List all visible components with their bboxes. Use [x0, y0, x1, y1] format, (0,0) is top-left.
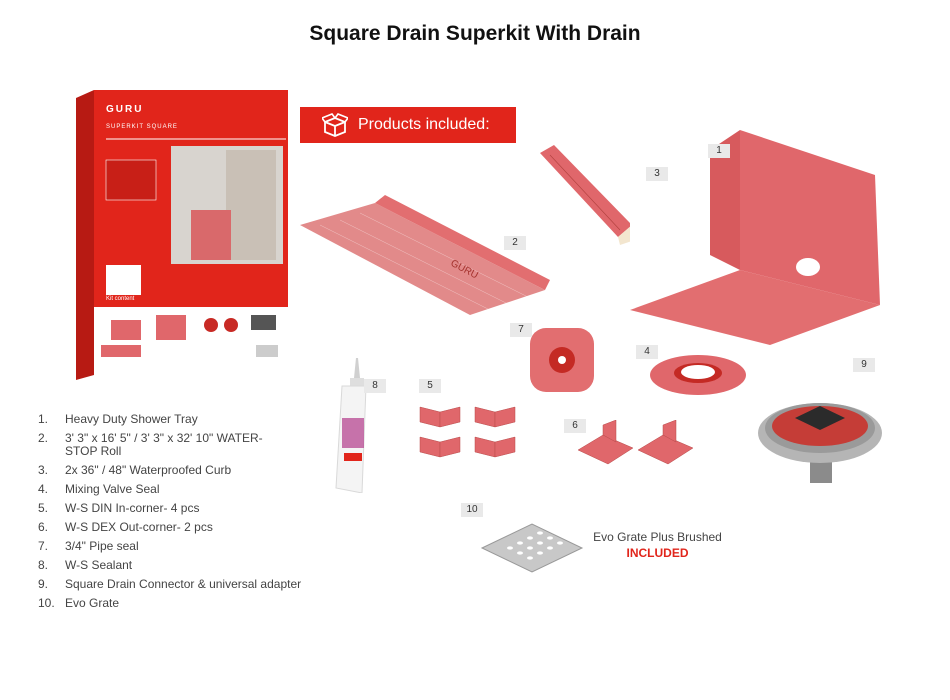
item-tag-5: 5 — [419, 379, 441, 393]
list-item: 7.3/4" Pipe seal — [38, 539, 139, 553]
item-tag-10: 10 — [461, 503, 483, 517]
square-drain-connector-image — [755, 378, 885, 493]
box-product-name: SUPERKIT SQUARE — [106, 124, 178, 130]
list-item: 10.Evo Grate — [38, 596, 120, 610]
in-corner-pieces-image — [415, 402, 530, 472]
water-stop-roll-image: GURU — [300, 195, 550, 325]
out-corner-pieces-image — [577, 419, 713, 475]
list-item: 9.Square Drain Connector & universal ada… — [38, 577, 302, 591]
item-tag-8: 8 — [364, 379, 386, 393]
item-tag-1: 1 — [708, 144, 730, 158]
list-item: 3.2x 36" / 48" Waterproofed Curb — [38, 463, 232, 477]
sealant-tube-image — [332, 358, 372, 498]
list-item: 5.W-S DIN In-corner- 4 pcs — [38, 501, 200, 515]
mixing-valve-seal-image — [648, 353, 748, 403]
products-included-banner: Products included: — [300, 107, 516, 143]
item-tag-6: 6 — [564, 419, 586, 433]
pipe-seal-image — [527, 325, 597, 400]
banner-label: Products included: — [358, 116, 490, 133]
product-box-image: GURU SUPERKIT SQUARE Kit content — [76, 90, 288, 380]
contents-list: 1.Heavy Duty Shower Tray 2.3' 3" x 16' 5… — [38, 413, 335, 616]
list-item: 6.W-S DEX Out-corner- 2 pcs — [38, 520, 213, 534]
grate-included-label: INCLUDED — [626, 546, 689, 560]
shower-tray-image — [630, 130, 880, 350]
list-item: 1.Heavy Duty Shower Tray — [38, 412, 198, 426]
item-tag-4: 4 — [636, 345, 658, 359]
item-tag-7: 7 — [510, 323, 532, 337]
box-footer-label: Kit content — [106, 296, 135, 302]
list-item: 2.3' 3" x 16' 5" / 3' 3" x 32' 10" WATER… — [38, 431, 263, 458]
item-tag-3: 3 — [646, 167, 668, 181]
evo-grate-image — [480, 520, 585, 580]
item-tag-2: 2 — [504, 236, 526, 250]
grate-caption: Evo Grate Plus Brushed INCLUDED — [590, 530, 725, 560]
item-tag-9: 9 — [853, 358, 875, 372]
list-item: 4.Mixing Valve Seal — [38, 482, 160, 496]
waterproofed-curb-image — [540, 145, 632, 250]
grate-caption-text: Evo Grate Plus Brushed — [593, 530, 722, 544]
box-brand: GURU — [106, 104, 144, 115]
list-item: 8.W-S Sealant — [38, 558, 133, 572]
page-title: Square Drain Superkit With Drain — [309, 22, 641, 45]
open-box-icon — [322, 113, 348, 137]
